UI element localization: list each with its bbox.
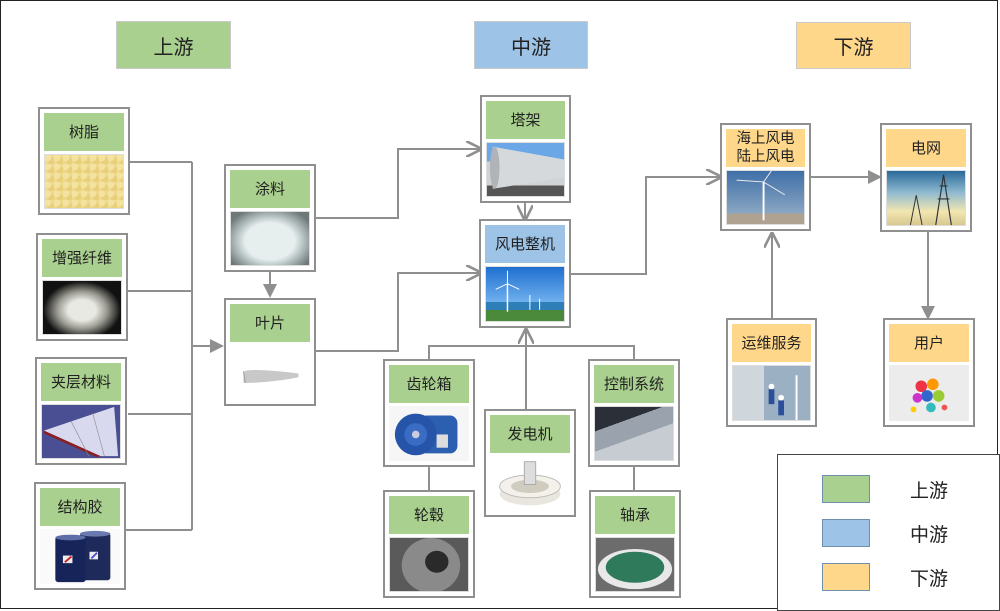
legend-item-upstream: 上游 xyxy=(822,475,948,503)
node-label-line1: 海上风电 xyxy=(736,131,795,147)
coating-bucket-image xyxy=(230,211,310,266)
node-generator: 发电机 xyxy=(484,409,576,517)
connector-components-bus xyxy=(428,345,635,359)
turbine-blade-image xyxy=(230,345,310,400)
node-label: 树脂 xyxy=(44,113,124,151)
node-label: 发电机 xyxy=(490,415,570,453)
legend-item-midstream: 中游 xyxy=(822,519,948,547)
wind-turbine-image xyxy=(726,170,805,225)
node-resin: 树脂 xyxy=(38,107,130,215)
node-label: 塔架 xyxy=(486,101,565,139)
wind-farm-image xyxy=(485,266,565,322)
node-label: 风电整机 xyxy=(485,225,565,263)
node-label: 用户 xyxy=(889,324,969,362)
node-label: 增强纤维 xyxy=(42,239,122,277)
legend: 上游 中游 下游 xyxy=(777,454,1000,611)
node-reinforcing-fiber: 增强纤维 xyxy=(36,233,128,341)
hub-image xyxy=(389,537,469,592)
control-cabinet-image xyxy=(594,406,674,461)
node-label: 齿轮箱 xyxy=(389,365,469,403)
node-label: 叶片 xyxy=(230,304,310,342)
legend-swatch xyxy=(822,519,870,547)
bearing-ring-image xyxy=(595,537,675,592)
connector-coating-to-tower xyxy=(316,149,480,219)
tower-section-image xyxy=(486,142,565,197)
node-control-system: 控制系统 xyxy=(588,359,680,467)
legend-item-downstream: 下游 xyxy=(822,563,948,591)
node-hub: 轮毂 xyxy=(383,490,475,598)
resin-pellets-image xyxy=(44,154,124,209)
adhesive-drums-image xyxy=(40,529,120,584)
node-label: 控制系统 xyxy=(594,365,674,403)
glass-fiber-image xyxy=(42,280,122,335)
stage-header-midstream: 中游 xyxy=(474,21,588,69)
node-bearing: 轴承 xyxy=(589,490,681,598)
node-label: 轴承 xyxy=(595,496,675,534)
legend-swatch xyxy=(822,475,870,503)
node-label: 运维服务 xyxy=(732,324,811,362)
node-label-line2: 陆上风电 xyxy=(736,149,795,165)
node-blade: 叶片 xyxy=(224,298,316,406)
users-crowd-image xyxy=(889,365,969,421)
node-label: 海上风电 陆上风电 xyxy=(726,129,805,167)
legend-label: 中游 xyxy=(910,523,949,546)
node-coating: 涂料 xyxy=(224,164,316,272)
node-wind-turbine-system: 风电整机 xyxy=(479,219,571,328)
connector-blade-to-turbine xyxy=(316,273,480,352)
stage-header-downstream: 下游 xyxy=(796,22,911,69)
node-power-grid: 电网 xyxy=(880,123,972,232)
node-label: 涂料 xyxy=(230,170,310,208)
generator-image xyxy=(490,456,570,511)
node-label: 夹层材料 xyxy=(41,363,121,401)
legend-label: 上游 xyxy=(910,479,949,502)
node-structural-adhesive: 结构胶 xyxy=(34,482,126,590)
node-users: 用户 xyxy=(883,318,975,427)
node-tower: 塔架 xyxy=(480,95,571,203)
node-gearbox: 齿轮箱 xyxy=(383,359,475,467)
gearbox-image xyxy=(389,406,469,461)
node-sandwich-material: 夹层材料 xyxy=(35,357,127,465)
legend-label: 下游 xyxy=(910,567,949,590)
maintenance-workers-image xyxy=(732,365,811,421)
power-grid-image xyxy=(886,170,966,226)
stage-header-upstream: 上游 xyxy=(116,21,231,69)
node-om-service: 运维服务 xyxy=(726,318,817,427)
sandwich-panel-image xyxy=(41,404,121,459)
node-wind-power: 海上风电 陆上风电 xyxy=(720,123,811,231)
node-label: 电网 xyxy=(886,129,966,167)
connector-turbine-to-windpower xyxy=(571,177,720,275)
node-label: 结构胶 xyxy=(40,488,120,526)
legend-swatch xyxy=(822,563,870,591)
node-label: 轮毂 xyxy=(389,496,469,534)
